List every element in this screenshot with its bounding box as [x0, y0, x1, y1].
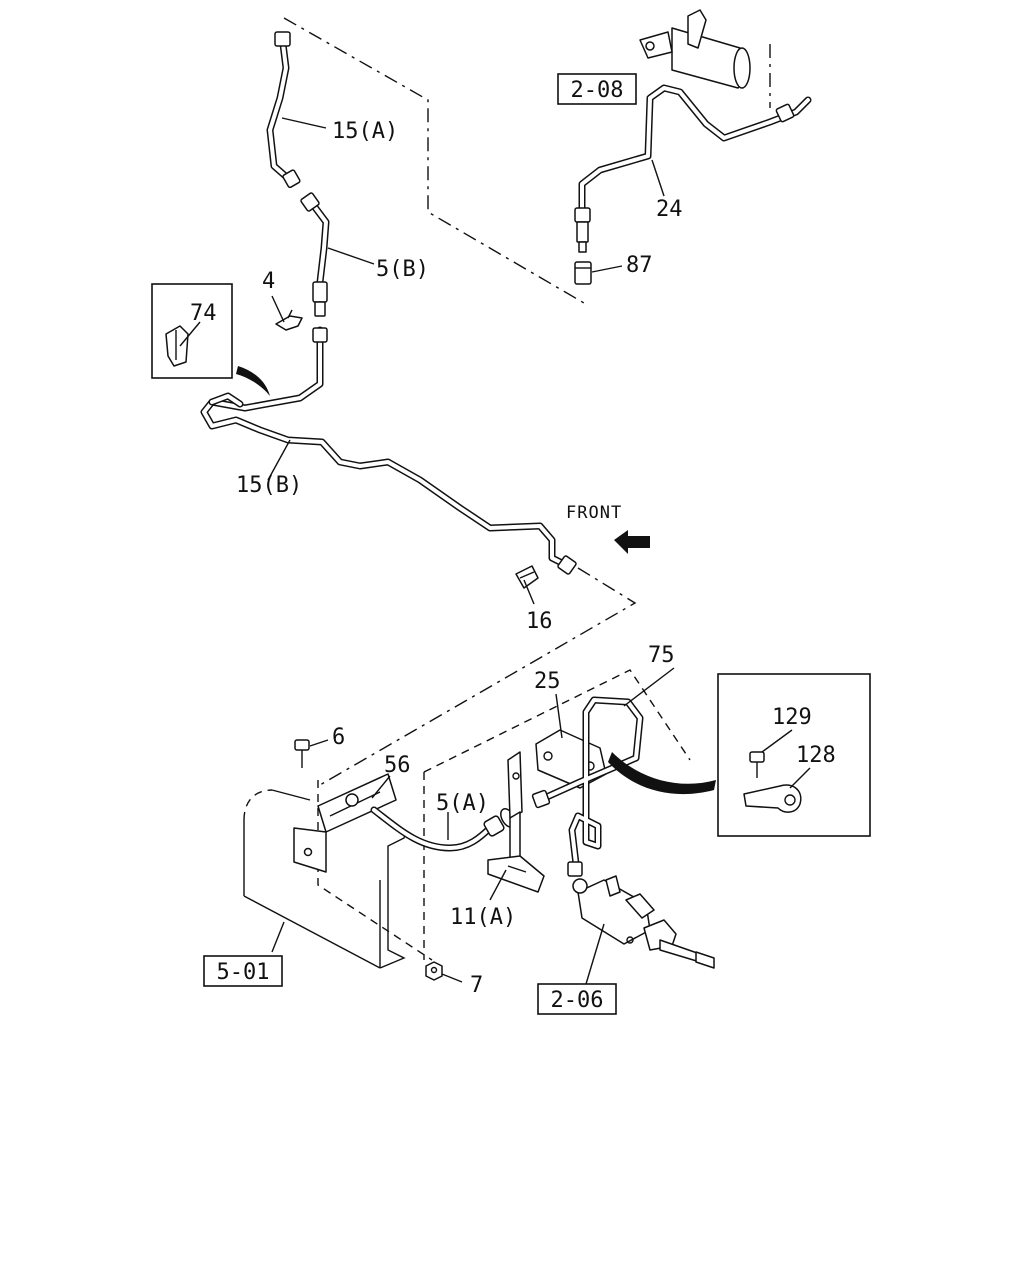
pipe-75 — [531, 696, 644, 877]
part-labels: 15(A) 5(B) 4 74 15(B) 24 87 FRONT 16 75 … — [190, 119, 836, 998]
callout-arrow-128 — [608, 752, 716, 795]
master-cylinder-2-08 — [639, 9, 751, 89]
ref-label-5-01: 5-01 — [217, 960, 270, 985]
ref-box-2-08: 2-08 — [557, 73, 637, 105]
slave-cylinder-2-06 — [572, 875, 715, 969]
inset-box-129-128 — [717, 673, 871, 837]
label-7: 7 — [470, 973, 483, 998]
ref-box-5-01: 5-01 — [203, 955, 283, 987]
pipe-15b — [200, 326, 577, 575]
leader-lines — [179, 117, 811, 985]
front-label: FRONT — [566, 503, 622, 523]
label-5a: 5(A) — [436, 791, 489, 816]
bolt-6 — [294, 739, 310, 768]
front-arrow — [614, 530, 650, 554]
connector-87 — [574, 261, 592, 285]
label-74: 74 — [190, 301, 217, 326]
pipe-15a — [266, 31, 301, 189]
bracket-11a — [487, 751, 545, 893]
label-6: 6 — [332, 725, 345, 750]
label-87: 87 — [626, 253, 653, 278]
bracket-25 — [535, 729, 607, 789]
bracket-56 — [293, 773, 397, 873]
label-128: 128 — [796, 743, 836, 768]
label-16: 16 — [526, 609, 553, 634]
label-15b: 15(B) — [236, 473, 302, 498]
label-11a: 11(A) — [450, 905, 516, 930]
ref-label-2-06: 2-06 — [551, 988, 604, 1013]
label-24: 24 — [656, 197, 683, 222]
hose-5b — [300, 192, 330, 317]
label-56: 56 — [384, 753, 411, 778]
label-25: 25 — [534, 669, 561, 694]
label-15a: 15(A) — [332, 119, 398, 144]
label-5b: 5(B) — [376, 257, 429, 282]
clip-16 — [515, 565, 539, 589]
label-129: 129 — [772, 705, 812, 730]
nut-7 — [425, 961, 443, 981]
frame-rail-5-01 — [243, 789, 407, 969]
ref-box-2-06: 2-06 — [537, 983, 617, 1015]
label-4: 4 — [262, 269, 275, 294]
callout-arrow-74 — [236, 366, 270, 396]
label-75: 75 — [648, 643, 675, 668]
hose-5a — [370, 806, 516, 852]
ref-label-2-08: 2-08 — [571, 78, 624, 103]
pipe-24 — [574, 84, 812, 253]
clip-4 — [275, 309, 303, 331]
assembly-guide-lines — [283, 17, 771, 961]
